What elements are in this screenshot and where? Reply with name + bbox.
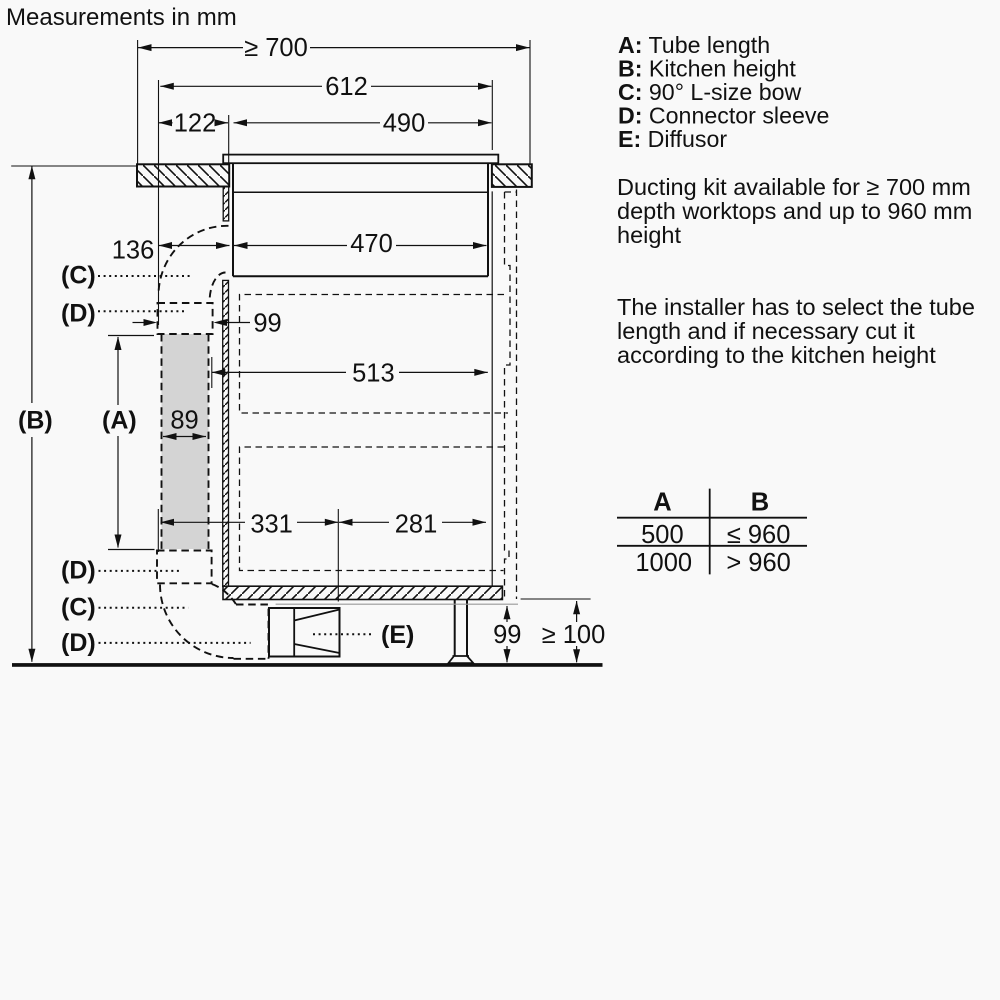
svg-text:(C): (C) xyxy=(61,262,96,290)
svg-text:136: 136 xyxy=(112,237,155,265)
svg-text:B: Kitchen height: B: Kitchen height xyxy=(618,56,796,82)
svg-text:470: 470 xyxy=(350,230,393,258)
svg-text:281: 281 xyxy=(395,511,438,539)
svg-text:depth worktops and up to 960 m: depth worktops and up to 960 mm xyxy=(617,198,972,224)
svg-text:331: 331 xyxy=(250,511,293,539)
svg-text:99: 99 xyxy=(493,621,521,649)
svg-text:height: height xyxy=(617,222,681,248)
svg-text:≥ 700: ≥ 700 xyxy=(244,34,308,62)
svg-text:Ducting kit available for ≥ 70: Ducting kit available for ≥ 700 mm xyxy=(617,174,971,200)
svg-text:Measurements in mm: Measurements in mm xyxy=(6,4,237,31)
svg-text:1000: 1000 xyxy=(635,549,692,577)
svg-text:(D): (D) xyxy=(61,629,96,657)
svg-text:89: 89 xyxy=(170,407,198,435)
svg-text:The installer has to select th: The installer has to select the tube xyxy=(617,294,975,320)
svg-text:according to the kitchen heigh: according to the kitchen height xyxy=(617,342,936,368)
svg-text:500: 500 xyxy=(641,521,684,549)
svg-text:length and if necessary cut it: length and if necessary cut it xyxy=(617,318,915,344)
svg-text:(D): (D) xyxy=(61,300,96,328)
svg-text:612: 612 xyxy=(325,73,368,101)
svg-text:B: B xyxy=(751,489,769,517)
svg-text:D: Connector sleeve: D: Connector sleeve xyxy=(618,103,829,129)
svg-text:(A): (A) xyxy=(102,407,137,435)
svg-text:(C): (C) xyxy=(61,594,96,622)
svg-text:A: A xyxy=(653,489,671,517)
svg-text:≥ 100: ≥ 100 xyxy=(542,621,606,649)
svg-text:> 960: > 960 xyxy=(726,549,791,577)
svg-text:513: 513 xyxy=(352,360,395,388)
svg-text:99: 99 xyxy=(253,310,281,338)
svg-text:(D): (D) xyxy=(61,557,96,585)
svg-text:(E): (E) xyxy=(381,621,414,649)
svg-text:(B): (B) xyxy=(18,407,53,435)
svg-text:E: Diffusor: E: Diffusor xyxy=(618,126,727,152)
svg-text:A: Tube length: A: Tube length xyxy=(618,32,770,58)
svg-text:122: 122 xyxy=(174,110,217,138)
svg-text:C: 90° L-size bow: C: 90° L-size bow xyxy=(618,79,802,105)
svg-text:490: 490 xyxy=(383,110,426,138)
svg-text:≤ 960: ≤ 960 xyxy=(727,521,791,549)
